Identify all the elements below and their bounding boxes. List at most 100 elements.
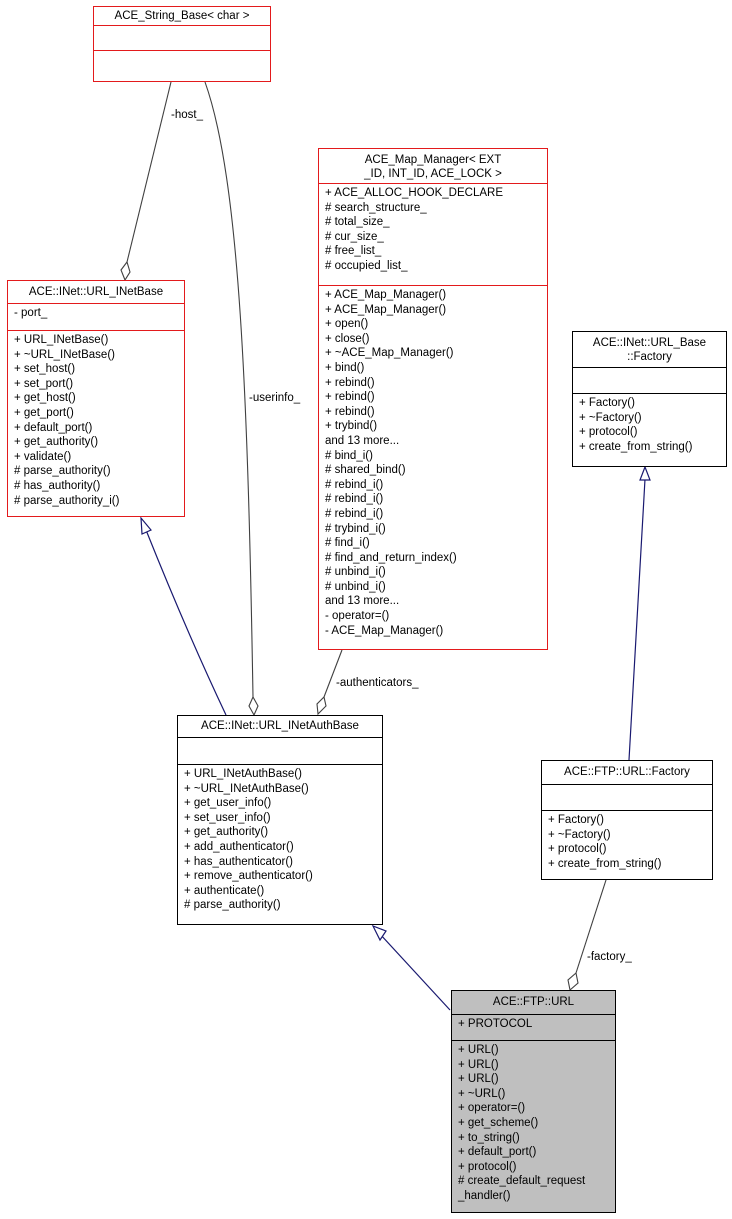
class-operation: # find_i() [325,537,370,550]
class-attributes [542,784,712,810]
arrowhead-basefactory [639,465,651,481]
class-box-url-base-factory[interactable]: ACE::INet::URL_Base ::Factory + Factory(… [572,331,727,467]
class-operation: and 13 more... [325,434,400,447]
class-operation: + default_port() [458,1146,537,1159]
class-attribute: # free_list_ [325,245,382,258]
class-operation: + operator=() [458,1102,526,1115]
class-attributes: + PROTOCOL [452,1014,615,1040]
class-operation: + to_string() [458,1131,520,1144]
class-operation: # find_and_return_index() [325,551,457,564]
class-operation: + bind() [325,361,365,374]
class-attribute: # cur_size_ [325,230,384,243]
diamond-userinfo [248,695,259,717]
edge-factory [575,879,607,974]
class-operation: + has_authenticator() [184,855,293,868]
class-operation: + default_port() [14,421,93,434]
class-operation: # rebind_i() [325,478,384,491]
class-operations: + Factory()+ ~Factory()+ protocol()+ cre… [542,810,712,873]
class-operation: + protocol() [548,843,607,856]
class-operation: + URL() [458,1073,499,1086]
class-operation: + trybind() [325,420,378,433]
class-box-map-manager[interactable]: ACE_Map_Manager< EXT _ID, INT_ID, ACE_LO… [318,148,548,650]
class-operation: + get_port() [14,406,74,419]
class-operation: + ~Factory() [548,828,611,841]
class-attributes [573,367,726,393]
class-operation: + set_user_info() [184,811,271,824]
class-operation: + rebind() [325,391,375,404]
class-attributes [94,25,270,50]
class-operation: + ~URL_INetAuthBase() [184,782,309,795]
class-operation: + get_user_info() [184,797,272,810]
class-operations: + URL_INetAuthBase()+ ~URL_INetAuthBase(… [178,764,382,915]
class-operation: # trybind_i() [325,522,386,535]
class-operation: # parse_authority() [14,465,111,478]
class-attribute: # total_size_ [325,216,390,229]
class-operation: + rebind() [325,405,375,418]
class-operation: + authenticate() [184,884,265,897]
class-box-url-inetauthbase[interactable]: ACE::INet::URL_INetAuthBase + URL_INetAu… [177,715,383,925]
diamond-authenticators [316,695,327,716]
class-operation: + ~URL_INetBase() [14,348,115,361]
class-title: ACE::FTP::URL [492,996,575,1008]
class-operation: + ACE_Map_Manager() [325,289,447,301]
aggregation-diamonds [120,260,579,992]
class-operations: + URL_INetBase() + ~URL_INetBase() + set_h… [8,330,184,510]
class-operation: + set_host() [14,363,76,376]
class-operation: + create_from_string() [579,440,693,453]
class-operation: # unbind_i() [325,580,386,593]
class-title: ACE::FTP::URL::Factory [564,766,690,778]
class-operation: # create_default_request _handler() [458,1175,586,1202]
association-edges [126,81,607,974]
class-operation: # shared_bind() [325,464,406,477]
class-title: ACE_Map_Manager< EXT _ID, INT_ID, ACE_LO… [364,154,502,180]
edge-label-host: -host_ [171,109,203,121]
class-operation: + URL() [458,1058,499,1071]
class-attribute: + PROTOCOL [458,1018,533,1030]
class-attribute: # occupied_list_ [325,259,408,272]
class-operation: # parse_authority() [184,899,281,912]
class-title: ACE::INet::URL_INetAuthBase [201,720,359,732]
class-operation: + URL_INetBase() [14,334,109,346]
class-operation: + remove_authenticator() [184,870,313,883]
edge-label-userinfo: -userinfo_ [249,392,301,404]
class-operation: + Factory() [548,814,604,826]
class-operations: + URL()+ URL()+ URL()+ ~URL()+ operator=… [452,1040,615,1206]
class-attribute: # search_structure_ [325,201,427,214]
inheritance-edges [145,478,646,1011]
class-operation: + set_port() [14,377,74,390]
class-operation: # rebind_i() [325,493,384,506]
class-box-ftp-url[interactable]: ACE::FTP::URL + PROTOCOL + URL()+ URL()+… [451,990,616,1213]
edge-label-factory: -factory_ [587,951,632,963]
class-attributes [178,737,382,764]
class-operation: + Factory() [579,397,635,409]
class-title: ACE_String_Base< char > [114,10,250,22]
edge-inetauthbase-to-inetbase [145,529,227,716]
class-operation: and 13 more... [325,595,400,608]
edge-ftpfactory-to-basefactory [628,478,646,761]
class-operation: + get_authority() [14,436,99,449]
diamond-host [120,260,131,282]
class-operation: + get_authority() [184,826,269,839]
class-operations: + Factory()+ ~Factory()+ protocol()+ cre… [573,393,726,456]
class-box-url-inetbase[interactable]: ACE::INet::URL_INetBase - port_ + URL_IN… [7,280,185,517]
arrowhead-inetbase [140,516,152,535]
class-operation: - ACE_Map_Manager() [325,624,444,637]
class-operation: + ~URL() [458,1087,506,1100]
class-operation: # rebind_i() [325,507,384,520]
class-attribute: - port_ [14,307,48,319]
class-box-ftp-url-factory[interactable]: ACE::FTP::URL::Factory + Factory()+ ~Fac… [541,760,713,880]
class-operation: # bind_i() [325,449,373,462]
class-operation: + close() [325,332,370,345]
class-operation: + add_authenticator() [184,840,294,853]
edge-authenticators [323,649,343,698]
class-box-string-base[interactable]: ACE_String_Base< char > [93,6,271,82]
class-operation: + open() [325,318,369,331]
class-operation: + rebind() [325,376,375,389]
class-attributes: - port_ [8,303,184,330]
class-operation: + protocol() [458,1160,517,1173]
edge-ftpurl-to-inetauthbase [379,933,451,1011]
class-operation: + URL() [458,1044,499,1056]
edge-label-authenticators: -authenticators_ [336,677,419,689]
class-operation: # unbind_i() [325,566,386,579]
